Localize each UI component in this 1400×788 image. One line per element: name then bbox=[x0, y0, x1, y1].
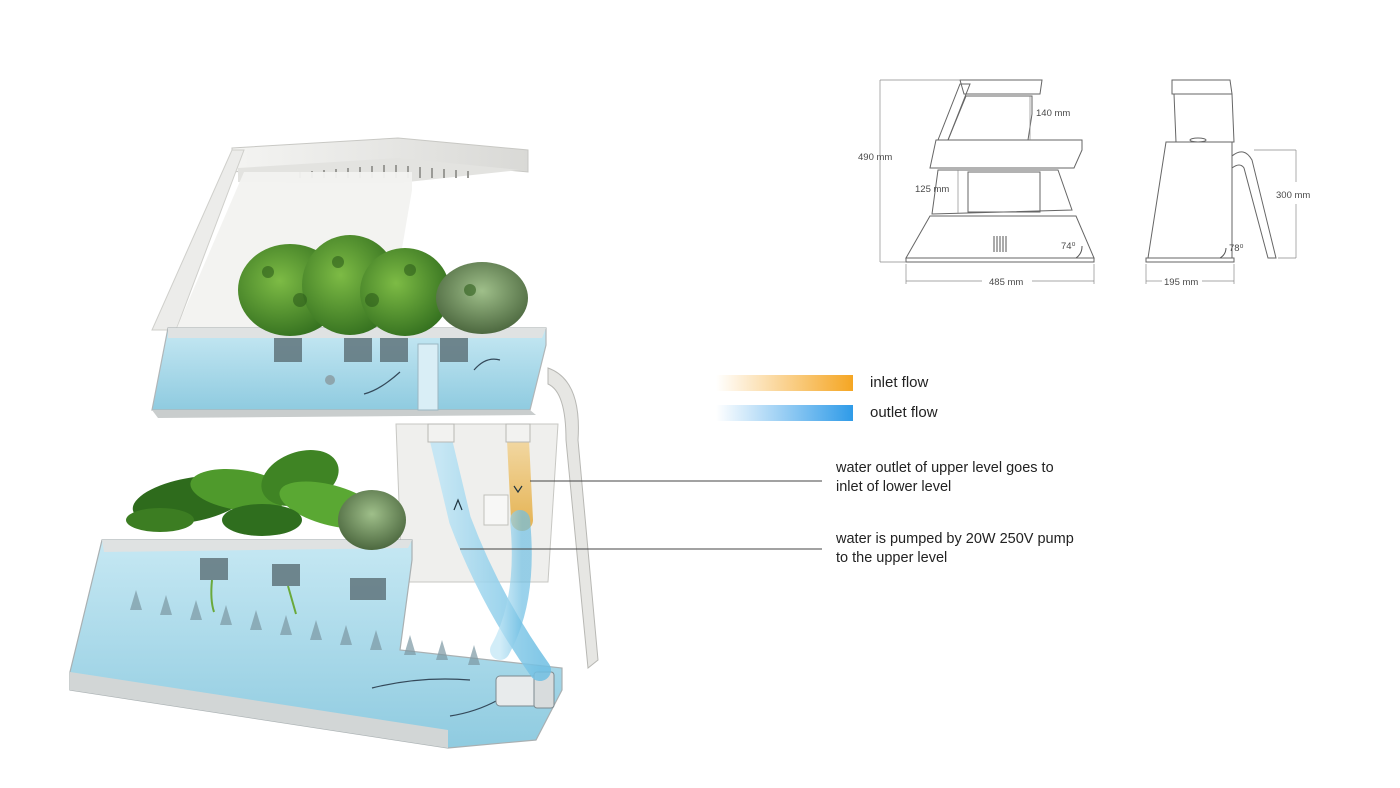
side-view-drawing bbox=[1146, 80, 1276, 262]
front-height-total-label: 490 mm bbox=[858, 152, 892, 163]
outlet-flow-label: outlet flow bbox=[870, 404, 938, 421]
pump-callout: water is pumped by 20W 250V pump to the … bbox=[836, 530, 1074, 568]
planter-illustration bbox=[70, 138, 598, 748]
upper-basin bbox=[152, 328, 546, 418]
front-upper-clearance-label: 140 mm bbox=[1036, 108, 1070, 119]
upper-herbs bbox=[238, 235, 528, 336]
outlet-flow-swatch bbox=[716, 405, 853, 421]
inlet-flow-label: inlet flow bbox=[870, 374, 928, 391]
upper-outlet-callout: water outlet of upper level goes to inle… bbox=[836, 459, 1054, 497]
side-handle bbox=[548, 368, 598, 668]
side-view-dimension-lines bbox=[1146, 150, 1296, 284]
lower-plants bbox=[126, 440, 406, 550]
inlet-flow-swatch bbox=[716, 375, 853, 391]
front-angle-label: 74⁰ bbox=[1061, 241, 1076, 252]
side-base-depth-label: 195 mm bbox=[1164, 277, 1198, 288]
pump-callout-line2: to the upper level bbox=[836, 549, 1074, 568]
pump-callout-line1: water is pumped by 20W 250V pump bbox=[836, 530, 1074, 549]
front-lower-clearance-label: 125 mm bbox=[915, 184, 949, 195]
front-base-width-label: 485 mm bbox=[989, 277, 1023, 288]
side-angle-label: 78⁰ bbox=[1229, 243, 1244, 254]
upper-outlet-callout-line1: water outlet of upper level goes to bbox=[836, 459, 1054, 478]
side-leg-height-label: 300 mm bbox=[1276, 190, 1310, 201]
upper-outlet-callout-line2: inlet of lower level bbox=[836, 478, 1054, 497]
